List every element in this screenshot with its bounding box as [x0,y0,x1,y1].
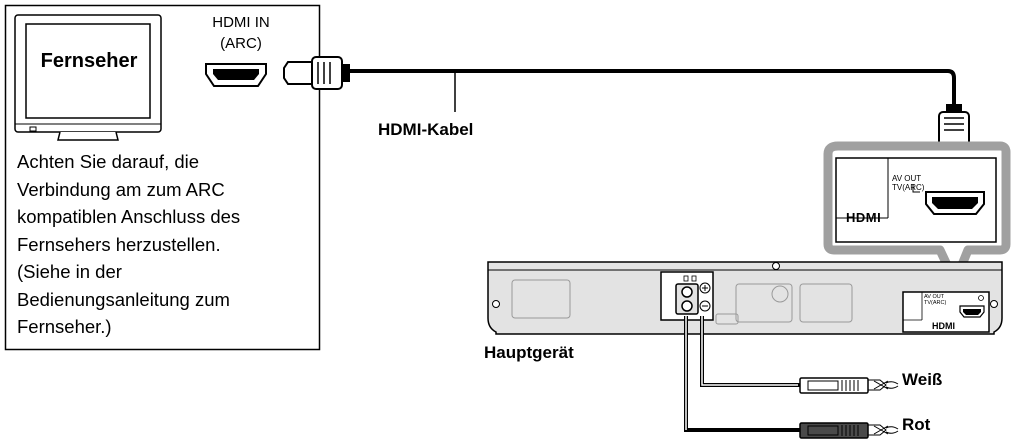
zoom-av-out-label-line1: AV OUT [892,174,922,183]
tv-hdmi-port-label-line1: HDMI IN [212,14,270,31]
main-unit [487,261,1003,335]
tv-connection-note: Achten Sie darauf, die Verbindung am zum… [17,148,307,341]
main-unit-av-out-label-line1: AV OUT [924,294,945,300]
tv-section [4,4,321,351]
note-line: kompatiblen Anschluss des [17,206,241,227]
note-line: Verbindung am zum ARC [17,178,225,200]
note-line: (Siehe in der [17,261,122,282]
main-unit-av-out-label-line2: TV(ARC) [924,300,947,306]
note-line: Fernsehers herzustellen. [17,233,221,255]
zoom-hdmi-logo: HDMI [846,210,882,225]
note-line: Bedienungsanleitung zum [17,288,230,310]
note-line: Achten Sie darauf, die [17,151,200,172]
tv-icon [14,14,162,141]
tv-label: Fernseher [40,50,138,72]
red-plug-icon [799,422,899,439]
zoom-av-out-label: AV OUT TV(ARC) [892,174,924,192]
note-line: Fernseher.) [17,316,112,337]
zoom-callout [823,141,1011,287]
main-unit-hdmi-panel [902,291,990,333]
white-wire-label: Weiß [902,370,943,389]
hdmi-plug-left-icon [283,56,350,90]
main-unit-label: Hauptgerät [484,343,574,362]
zoom-hdmi-port-icon [925,191,985,215]
zoom-av-out-label-line2: TV(ARC) [892,183,925,192]
tv-hdmi-port-label: HDMI IN (ARC) [196,12,286,54]
tv-hdmi-port-label-line2: (ARC) [220,35,262,52]
red-wire-label: Rot [902,415,931,434]
tv-hdmi-port-icon [205,63,267,87]
speaker-wires [684,316,899,439]
hdmi-cable-label: HDMI-Kabel [378,120,474,139]
white-plug-icon [799,377,899,394]
speaker-terminal [660,271,714,321]
main-unit-hdmi-logo: HDMI [932,321,955,331]
main-unit-av-out-label: AV OUT TV(ARC) [924,294,946,306]
